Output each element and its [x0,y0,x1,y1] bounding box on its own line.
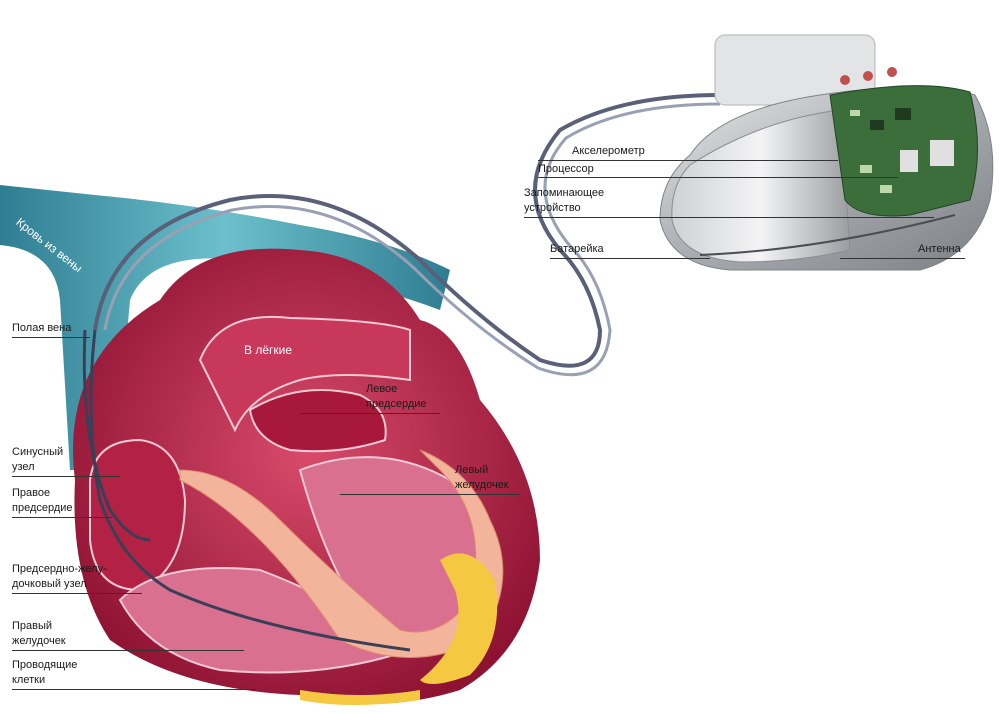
av-node-label-1: Предсердно-желу- [12,562,107,576]
conducting-cells-rule [12,689,256,690]
av-node-rule [12,593,142,594]
antenna-rule [840,258,965,259]
left-ventricle-label-1: Левый [455,463,488,477]
conducting-cells-label-1: Проводящие [12,658,77,672]
battery-label: Батарейка [550,242,604,256]
accelerometer-rule [538,160,838,161]
processor-label: Процессор [538,162,594,176]
left-atrium-label-2: предсердие [366,397,427,411]
vena-cava-label: Полая вена [12,321,71,335]
sinus-node-label-2: узел [12,460,35,474]
right-ventricle-label-1: Правый [12,619,52,633]
to-lungs-label: В лёгкие [244,343,292,357]
battery-rule [550,258,710,259]
av-node-label-2: дочковый узел [12,577,87,591]
memory-label-1: Запоминающее [524,186,604,200]
battery-shape [672,110,850,262]
conducting-cells-label-2: клетки [12,673,45,687]
memory-label-2: устройство [524,201,581,215]
left-atrium-label-1: Левое [366,382,397,396]
right-ventricle-label-2: желудочек [12,634,66,648]
processor-rule [538,177,898,178]
right-atrium-label-2: предсердие [12,501,73,515]
right-atrium-rule [12,517,112,518]
left-atrium-rule [300,413,440,414]
left-ventricle-label-2: желудочек [455,478,509,492]
antenna-label: Антенна [918,242,961,256]
vena-cava-rule [12,337,90,338]
sinus-node-label-1: Синусный [12,445,63,459]
right-atrium-label-1: Правое [12,486,50,500]
memory-rule [524,217,934,218]
accelerometer-label: Акселерометр [572,144,645,158]
right-ventricle-rule [12,650,244,651]
sinus-node-rule [12,476,120,477]
left-ventricle-rule [340,494,520,495]
